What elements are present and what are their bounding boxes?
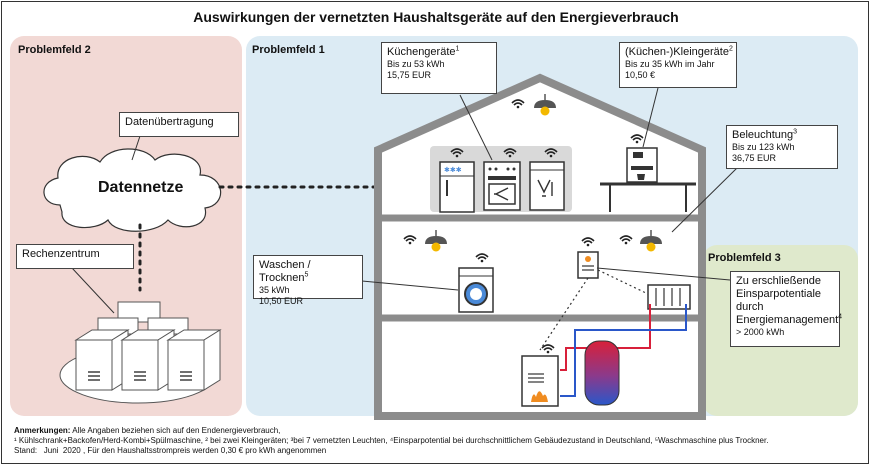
kitchen-appliances: ✱✱✱ [430, 146, 572, 213]
radiator [647, 284, 691, 310]
beleuchtung-box: Beleuchtung3 Bis zu 123 kWh 36,75 EUR [726, 125, 838, 169]
waschen-box: Waschen / Trocknen5 35 kWh 10,50 EUR [253, 255, 363, 306]
einspar-kwh: > 2000 kWh [736, 327, 785, 337]
kleingeraete-sup: 2 [728, 45, 733, 53]
notes-line2: ¹ Kühlschrank+Backofen/Herd-Kombi+Spülma… [14, 436, 769, 445]
waschen-kwh: 35 kWh [259, 285, 290, 295]
kleingeraete-eur: 10,50 € [625, 70, 656, 80]
kuechengeraete-kwh: Bis zu 53 kWh [387, 59, 445, 69]
einspar-line3: durch [736, 301, 764, 313]
beleuchtung-kwh: Bis zu 123 kWh [732, 142, 795, 152]
notes-line1: Alle Angaben beziehen sich auf den Enden… [72, 426, 281, 435]
svg-text:✱✱✱: ✱✱✱ [444, 166, 462, 174]
kleingeraete-title: (Küchen-)Kleingeräte [625, 46, 729, 58]
kleingeraete-box: (Küchen-)Kleingeräte2 Bis zu 35 kWh im J… [619, 42, 737, 88]
einspar-line2: Einsparpotentiale [736, 288, 822, 300]
waschen-sup: 5 [304, 271, 309, 279]
datennetze-cloud [43, 148, 222, 232]
rechenzentrum-box: Rechenzentrum [16, 244, 134, 269]
kuechengeraete-sup: 1 [455, 45, 460, 53]
boiler [521, 344, 559, 407]
datenuebertragung-label: Datenübertragung [125, 116, 214, 128]
coffee-machine [600, 134, 696, 212]
waschen-title: Waschen / Trocknen [259, 259, 311, 284]
einsparpotential-box: Zu erschließende Einsparpotentiale durch… [730, 271, 843, 347]
figure-title: Auswirkungen der vernetzten Haushaltsger… [193, 9, 679, 25]
einspar-sup: 4 [838, 313, 843, 321]
problemfeld-3-label: Problemfeld 3 [708, 252, 781, 264]
datenuebertragung-box: Datenübertragung [119, 112, 239, 137]
rechenzentrum-label: Rechenzentrum [22, 248, 100, 260]
kleingeraete-kwh: Bis zu 35 kWh im Jahr [625, 59, 715, 69]
datacenter-servers [59, 301, 221, 404]
datennetze-label: Datennetze [98, 179, 184, 196]
notes-label: Anmerkungen: [14, 426, 71, 435]
einspar-line1: Zu erschließende [736, 275, 821, 287]
problemfeld-2-label: Problemfeld 2 [18, 44, 91, 56]
annotations: Anmerkungen: Alle Angaben beziehen sich … [14, 426, 768, 456]
kuechengeraete-box: Küchengeräte1 Bis zu 53 kWh 15,75 EUR [381, 42, 497, 94]
washing-machine [458, 253, 494, 313]
beleuchtung-eur: 36,75 EUR [732, 153, 777, 163]
beleuchtung-title: Beleuchtung [732, 129, 794, 141]
hot-water-tank [584, 340, 620, 406]
beleuchtung-sup: 3 [793, 128, 798, 136]
waschen-eur: 10,50 EUR [259, 296, 304, 306]
kuechengeraete-eur: 15,75 EUR [387, 70, 432, 80]
einspar-line4: Energiemanagement [736, 314, 839, 326]
kuechengeraete-title: Küchengeräte [387, 46, 456, 58]
notes-line3: Stand: Juni 2020 , Für den Haushaltsstro… [14, 446, 327, 455]
problemfeld-1-label: Problemfeld 1 [252, 44, 325, 56]
